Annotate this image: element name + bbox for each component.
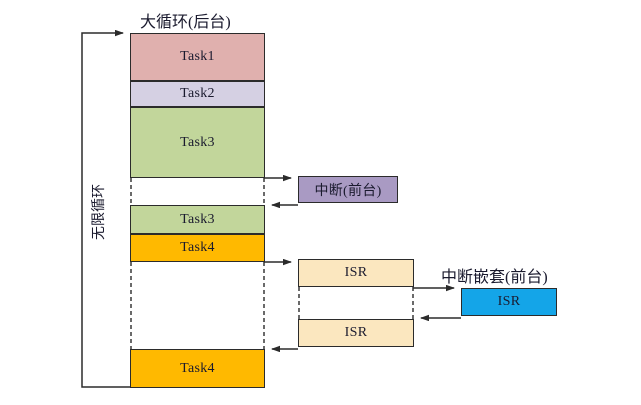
block-task3-resume: Task3 <box>130 205 265 234</box>
block-isr-first: ISR <box>298 259 414 287</box>
block-task2: Task2 <box>130 81 265 107</box>
main-loop-title: 大循环(后台) <box>140 14 231 31</box>
block-task3-first: Task3 <box>130 107 265 178</box>
nested-interrupt-title: 中断嵌套(前台) <box>441 269 548 286</box>
block-interrupt: 中断(前台) <box>298 176 398 203</box>
block-nested-isr: ISR <box>461 288 557 316</box>
block-isr-resume: ISR <box>298 319 414 347</box>
block-task1: Task1 <box>130 33 265 81</box>
infinite-loop-label: 无限循环 <box>92 184 107 240</box>
block-task4-first: Task4 <box>130 234 265 262</box>
block-task4-resume: Task4 <box>130 349 265 388</box>
